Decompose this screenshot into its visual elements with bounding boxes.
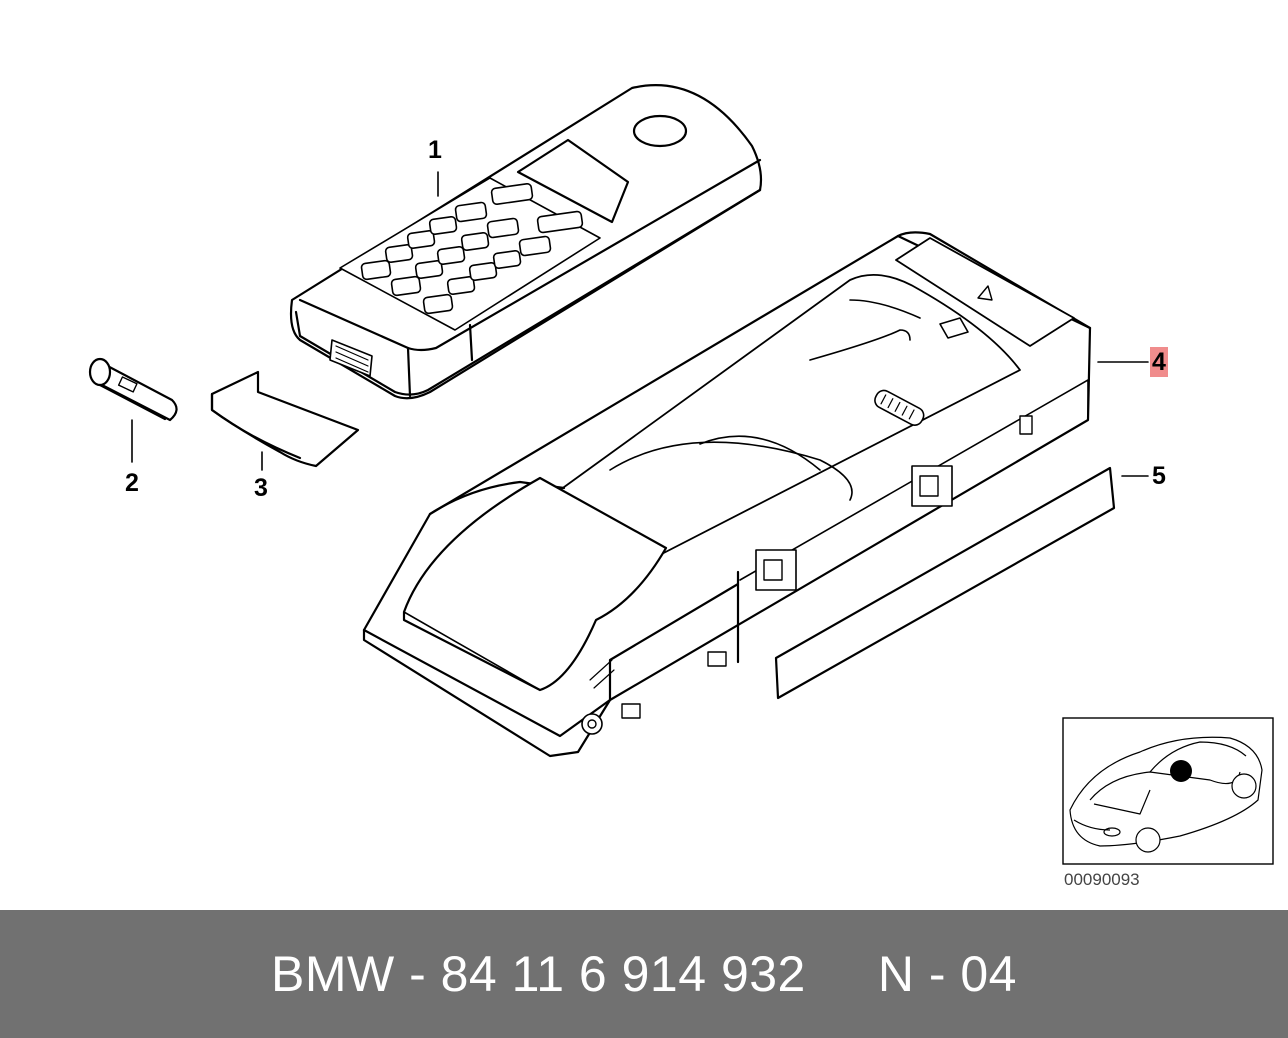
parts-diagram: [88, 84, 1274, 865]
part-number-label: BMW - 84 11 6 914 932 N - 04: [271, 946, 1017, 1002]
callout-3: 3: [254, 474, 268, 502]
trim-strip-part: [774, 466, 1149, 700]
diagram-code: 00090093: [1064, 870, 1140, 889]
callout-5: 5: [1152, 462, 1166, 490]
car-location-inset: [1062, 717, 1274, 865]
callout-4: 4: [1150, 347, 1168, 377]
handset-part: [289, 84, 763, 400]
callout-2: 2: [125, 469, 139, 497]
footer-bar: BMW - 84 11 6 914 932 N - 04: [0, 910, 1288, 1038]
battery-part: [88, 357, 178, 463]
callout-1: 1: [428, 136, 442, 164]
cover-part: [210, 370, 360, 471]
cradle-part: [362, 231, 1149, 758]
location-marker-icon: [1170, 760, 1192, 782]
